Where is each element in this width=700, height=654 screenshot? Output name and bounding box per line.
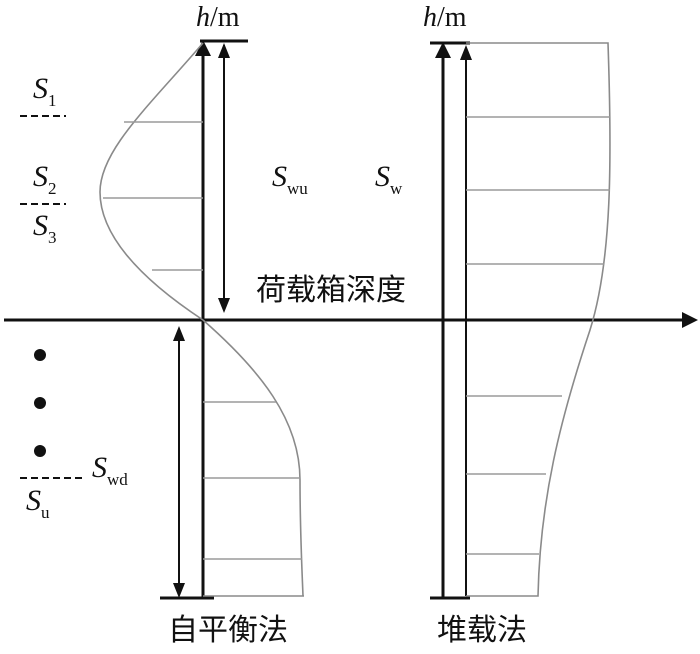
right-force-curve <box>466 42 611 597</box>
layer-label-s1: S1 <box>33 72 57 110</box>
layer-label-s2: S2 <box>33 160 57 198</box>
left-depth-axis-arrow-icon <box>195 40 211 56</box>
sw-arrow-up-icon <box>460 45 472 60</box>
sw-label: Sw <box>375 160 403 198</box>
method-self-balancing-label: 自平衡法 <box>168 613 288 648</box>
layer-label-s3: S3 <box>33 209 57 247</box>
right-axis-label: h/m <box>423 2 467 33</box>
left-upper-force-curve <box>99 42 204 321</box>
left-axis-label: h/m <box>196 2 240 33</box>
method-surcharge-label: 堆载法 <box>437 613 527 648</box>
swd-label: Swd <box>92 451 128 489</box>
swd-arrow-down-icon <box>173 583 185 598</box>
swu-label: Swu <box>272 160 308 198</box>
horizontal-axis-arrow-icon <box>682 312 698 328</box>
ellipsis-dot <box>34 397 46 409</box>
layer-label-su: Su <box>26 484 50 522</box>
ellipsis-dot <box>34 349 46 361</box>
load-box-depth-label: 荷载箱深度 <box>256 273 406 308</box>
swu-arrow-down-icon <box>218 298 230 313</box>
left-lower-force-curve <box>202 319 304 597</box>
ellipsis-dot <box>34 445 46 457</box>
swu-arrow-up-icon <box>218 43 230 58</box>
swd-arrow-up-icon <box>173 326 185 341</box>
right-depth-axis-arrow-icon <box>435 42 451 58</box>
